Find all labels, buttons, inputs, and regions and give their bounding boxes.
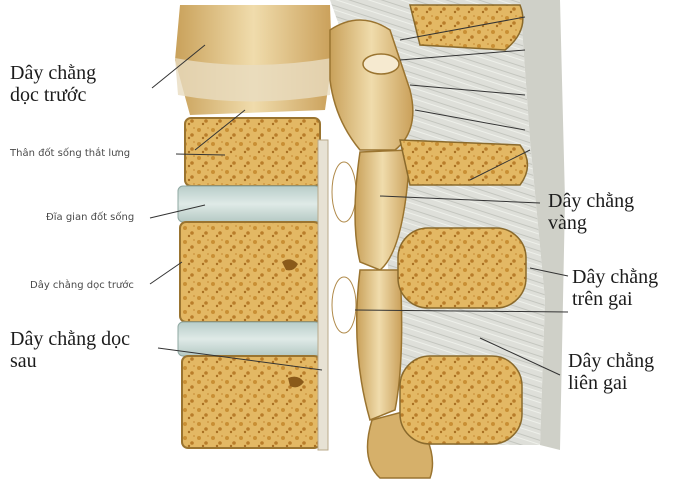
supraspinous-ligament-label: Dây chằng trên gai [572, 266, 658, 311]
label-line: liên gai [568, 372, 654, 394]
interspinous-ligament-label: Dây chằng liên gai [568, 350, 654, 395]
vertebral-body-middle [180, 222, 320, 322]
intervertebral-foramina [332, 162, 356, 333]
posterior-longitudinal-ligament-strip [318, 140, 328, 450]
anterior-longitudinal-small-label: Dây chằng dọc trước [30, 280, 134, 291]
upper-vertebra-exterior [175, 5, 332, 115]
intervertebral-disc-label: Đĩa gian đốt sống [46, 212, 134, 223]
label-line: Dây chằng dọc [10, 328, 130, 350]
ligamentum-flavum-label: Dây chằng vàng [548, 190, 634, 235]
anterior-longitudinal-ligament-label: Dây chằng dọc trước [10, 62, 96, 107]
label-line: vàng [548, 212, 634, 234]
intervertebral-disc-upper [178, 186, 320, 222]
posterior-longitudinal-ligament-label: Dây chằng dọc sau [10, 328, 130, 373]
label-line: Dây chằng [10, 62, 96, 84]
label-line: Dây chằng [572, 266, 658, 288]
label-line: Dây chằng [568, 350, 654, 372]
label-line: sau [10, 350, 130, 372]
vertebral-body-upper [185, 118, 320, 186]
intervertebral-disc-lower [178, 322, 320, 356]
vertebral-body-lower [182, 356, 320, 448]
label-line: Dây chằng [548, 190, 634, 212]
label-line: dọc trước [10, 84, 96, 106]
label-line: trên gai [572, 288, 658, 310]
vertebral-body-label: Thân đốt sống thắt lưng [10, 148, 130, 159]
